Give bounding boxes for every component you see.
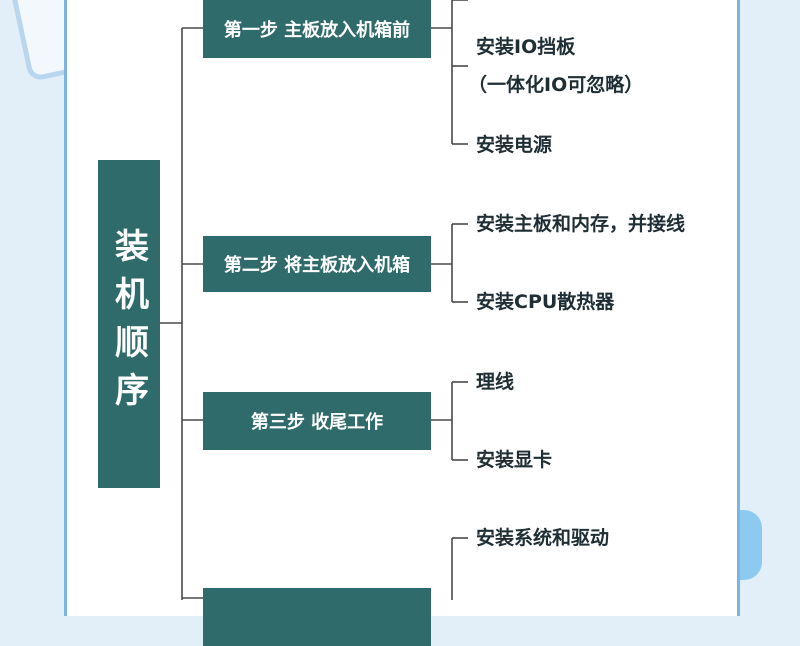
step-2-item-2: 安装CPU散热器: [476, 291, 615, 313]
step-3-item-2: 安装显卡: [476, 449, 553, 471]
tree-connector-lines: [160, 0, 468, 600]
step-3-box: 第三步 收尾工作: [203, 392, 431, 450]
step-4-item-1: 安装系统和驱动: [476, 527, 610, 549]
step-1-item-2: 安装电源: [476, 134, 553, 156]
step-1-item-1: 安装IO挡板: [476, 36, 576, 58]
step-3-item-1: 理线: [476, 371, 515, 393]
step-4-box: [203, 588, 431, 646]
main-title-box: 装机顺序: [98, 160, 160, 488]
step-2-item-1: 安装主板和内存，并接线: [476, 213, 686, 235]
content-panel: [64, 0, 740, 616]
step-2-box: 第二步 将主板放入机箱: [203, 236, 431, 292]
step-1-item-1-note: （一体化IO可忽略）: [468, 74, 644, 96]
step-1-box: 第一步 主板放入机箱前: [203, 0, 431, 58]
